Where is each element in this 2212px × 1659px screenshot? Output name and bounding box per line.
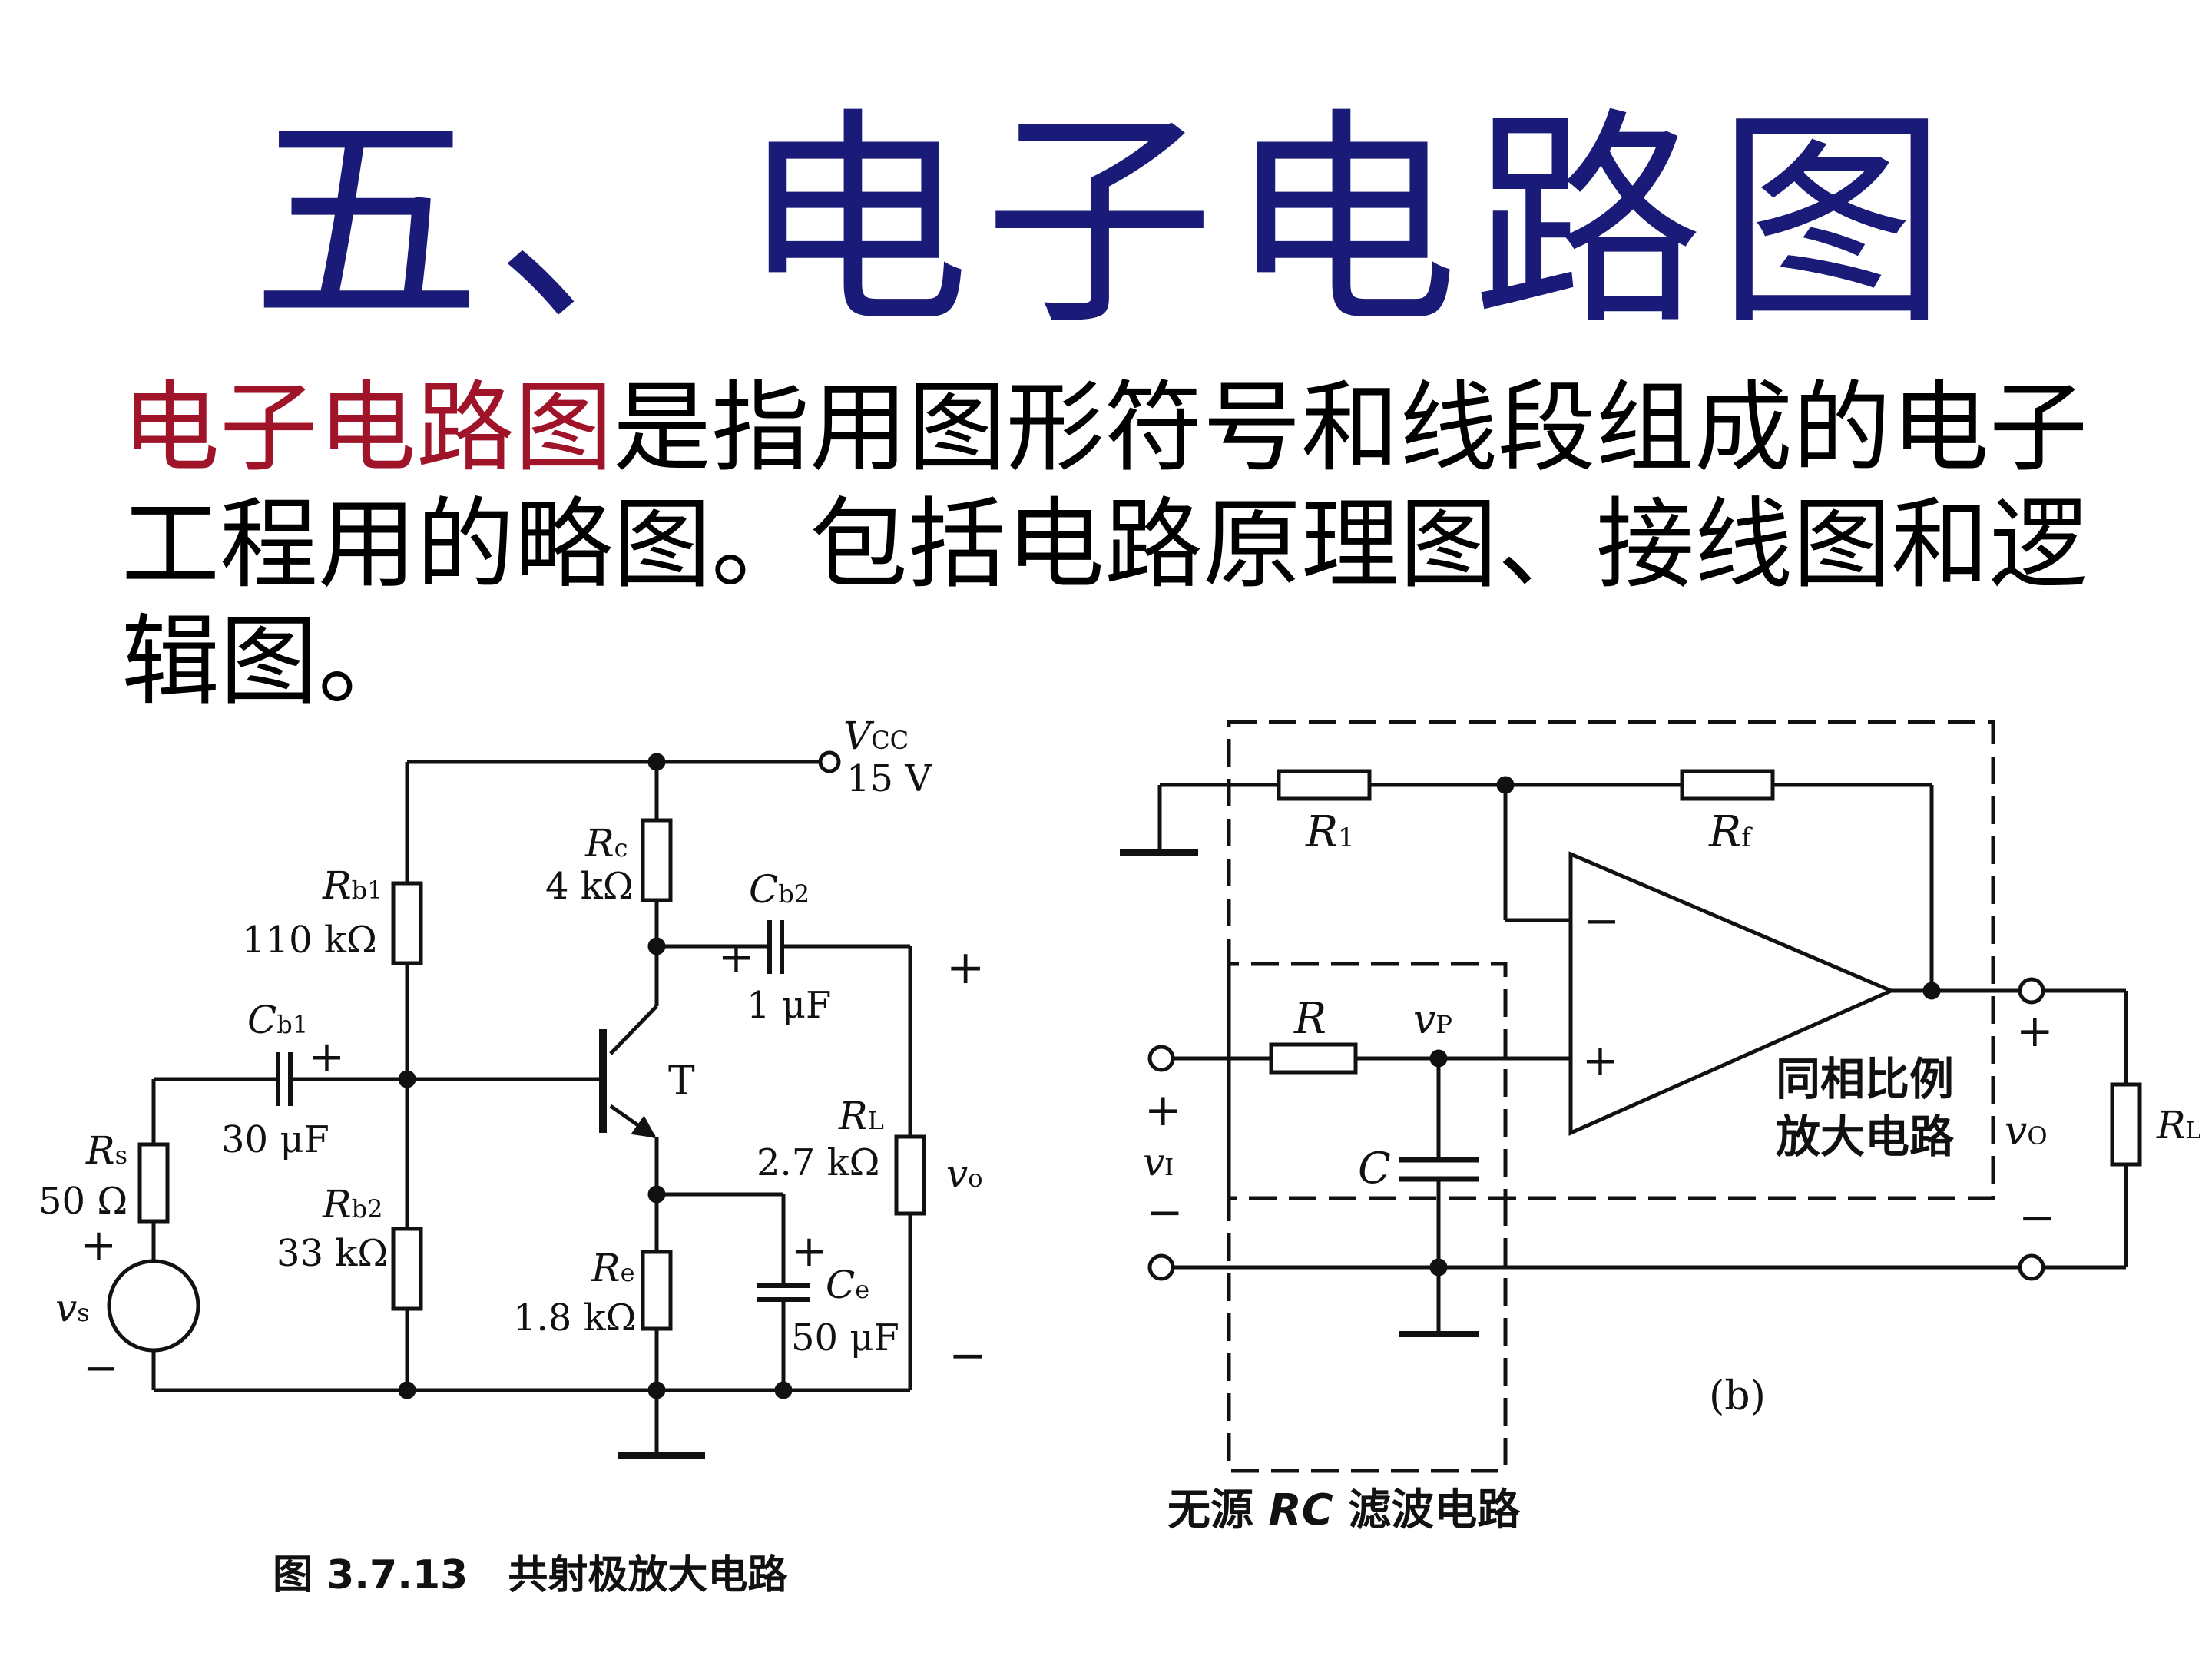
rb1-label: Rb1	[322, 863, 383, 908]
vcc-label: VCC	[843, 714, 909, 758]
filter-label: 无源 RC 滤波电路	[1167, 1485, 1521, 1535]
rf-label: Rf	[1708, 807, 1753, 857]
input-minus: −	[1146, 1186, 1184, 1238]
cb1-plus: +	[309, 1032, 345, 1082]
output-plus: +	[946, 941, 985, 995]
r-label: R	[1293, 994, 1326, 1044]
cb2-label: Cb2	[749, 867, 810, 912]
amp-label-line2: 放大电路	[1776, 1111, 1955, 1163]
vo-label: vO	[2005, 1108, 2048, 1154]
vp-label: vP	[1413, 997, 1452, 1043]
re-label: Re	[591, 1246, 635, 1290]
ce-plus: +	[791, 1227, 827, 1277]
output-minus: −	[949, 1329, 987, 1382]
non-inverting-amplifier-diagram	[1120, 720, 2142, 1473]
rb2-value: 33 kΩ	[276, 1232, 388, 1275]
definition-text: 是指用图形符号和线段组成的电子工程用的略图。包括电路原理图、接线图和逻辑图。	[121, 371, 2088, 719]
page-title: 五、电子电路图	[251, 88, 1961, 356]
output-minus: −	[2018, 1191, 2056, 1243]
rs-value: 50 Ω	[38, 1180, 127, 1223]
rb2-label: Rb2	[322, 1182, 383, 1227]
diagram-b-labels: R1 Rf − + R vP C + vI − 同相比例 放大电路 + vO −…	[1143, 807, 2201, 1535]
opamp-plus: +	[1582, 1036, 1618, 1086]
rc-value: 4 kΩ	[545, 865, 634, 908]
rl-label: RL	[2156, 1103, 2201, 1147]
source-plus: +	[81, 1220, 117, 1270]
cb1-label: Cb1	[247, 998, 308, 1042]
input-plus: +	[1144, 1084, 1182, 1136]
c-label: C	[1358, 1144, 1391, 1194]
diagram-b-tag: (b)	[1709, 1373, 1766, 1419]
output-plus: +	[2016, 1005, 2054, 1057]
cb2-plus: +	[718, 932, 754, 982]
r1-label: R1	[1305, 807, 1355, 857]
common-emitter-amplifier-diagram	[107, 750, 926, 1459]
amp-label-line1: 同相比例	[1776, 1053, 1954, 1105]
vs-label: vs	[55, 1286, 90, 1330]
rb1-value: 110 kΩ	[242, 919, 377, 962]
vcc-value: 15 V	[846, 757, 932, 800]
re-value: 1.8 kΩ	[513, 1296, 636, 1339]
ce-value: 50 μF	[791, 1316, 899, 1359]
ce-label: Ce	[826, 1263, 869, 1307]
cb2-value: 1 μF	[747, 984, 831, 1027]
vo-label: vo	[946, 1151, 983, 1196]
source-minus: −	[83, 1343, 119, 1393]
diagram-a-labels: VCC 15 V Rc 4 kΩ Rb1 110 kΩ Cb2 + 1 μF +…	[38, 714, 987, 1598]
definition-paragraph: 电子电路图是指用图形符号和线段组成的电子工程用的略图。包括电路原理图、接线图和逻…	[121, 370, 2134, 720]
vi-label: vI	[1143, 1140, 1174, 1184]
cb1-value: 30 μF	[221, 1118, 329, 1161]
opamp-minus: −	[1584, 896, 1620, 946]
diagram-a-caption: 图 3.7.13 共射极放大电路	[273, 1552, 788, 1598]
rl-value: 2.7 kΩ	[757, 1141, 879, 1184]
rs-label: Rs	[85, 1128, 127, 1173]
rl-label: RL	[838, 1094, 884, 1138]
transistor-label: T	[668, 1058, 695, 1104]
highlighted-term: 电子电路图	[121, 371, 614, 485]
rc-label: Rc	[584, 821, 628, 866]
